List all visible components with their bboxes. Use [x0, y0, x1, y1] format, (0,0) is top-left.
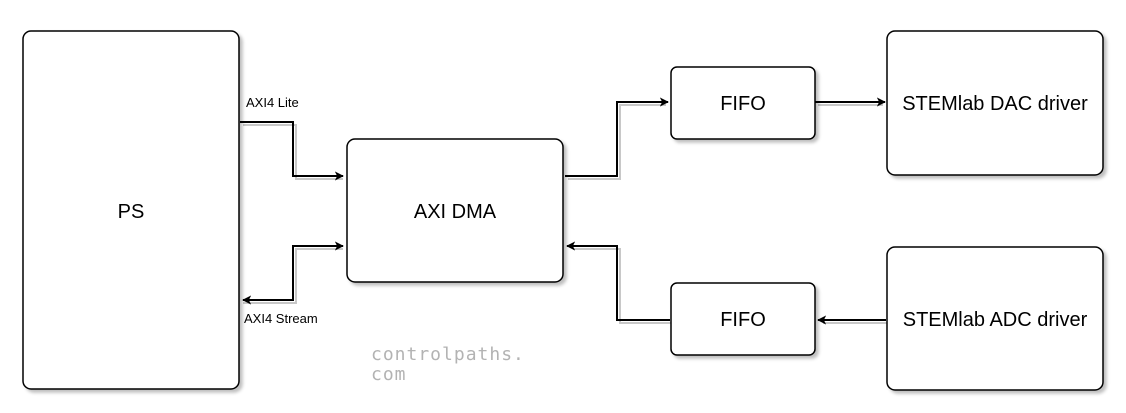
dac-driver-block: [886, 30, 1104, 176]
adc-driver-label: STEMlab ADC driver: [903, 309, 1088, 331]
axi-dma-label: AXI DMA: [414, 201, 497, 223]
axi4-stream-label: AXI4 Stream: [244, 311, 318, 326]
dma-to-fifo-top-connector: [565, 97, 669, 177]
axi4-stream-connector-to-dma: [292, 241, 344, 300]
ps-block: [22, 30, 240, 390]
watermark-line1: controlpaths.: [371, 344, 525, 365]
fifo-top-block: [670, 66, 816, 140]
axi4-stream-connector: [242, 246, 294, 305]
axi4-lite-label: AXI4 Lite: [246, 95, 299, 110]
fifo-bottom-to-dma-connector: [566, 241, 670, 321]
fifo-top-label: FIFO: [720, 93, 766, 115]
watermark-line2: com: [371, 364, 407, 385]
dac-driver-label: STEMlab DAC driver: [902, 93, 1088, 115]
fifo-bottom-label: FIFO: [720, 309, 766, 331]
axi4-lite-connector: [240, 121, 344, 181]
axi-dma-block: [346, 138, 564, 283]
adc-driver-block: [886, 246, 1104, 391]
fifo-bottom-block: [670, 282, 816, 356]
ps-label: PS: [118, 201, 145, 223]
